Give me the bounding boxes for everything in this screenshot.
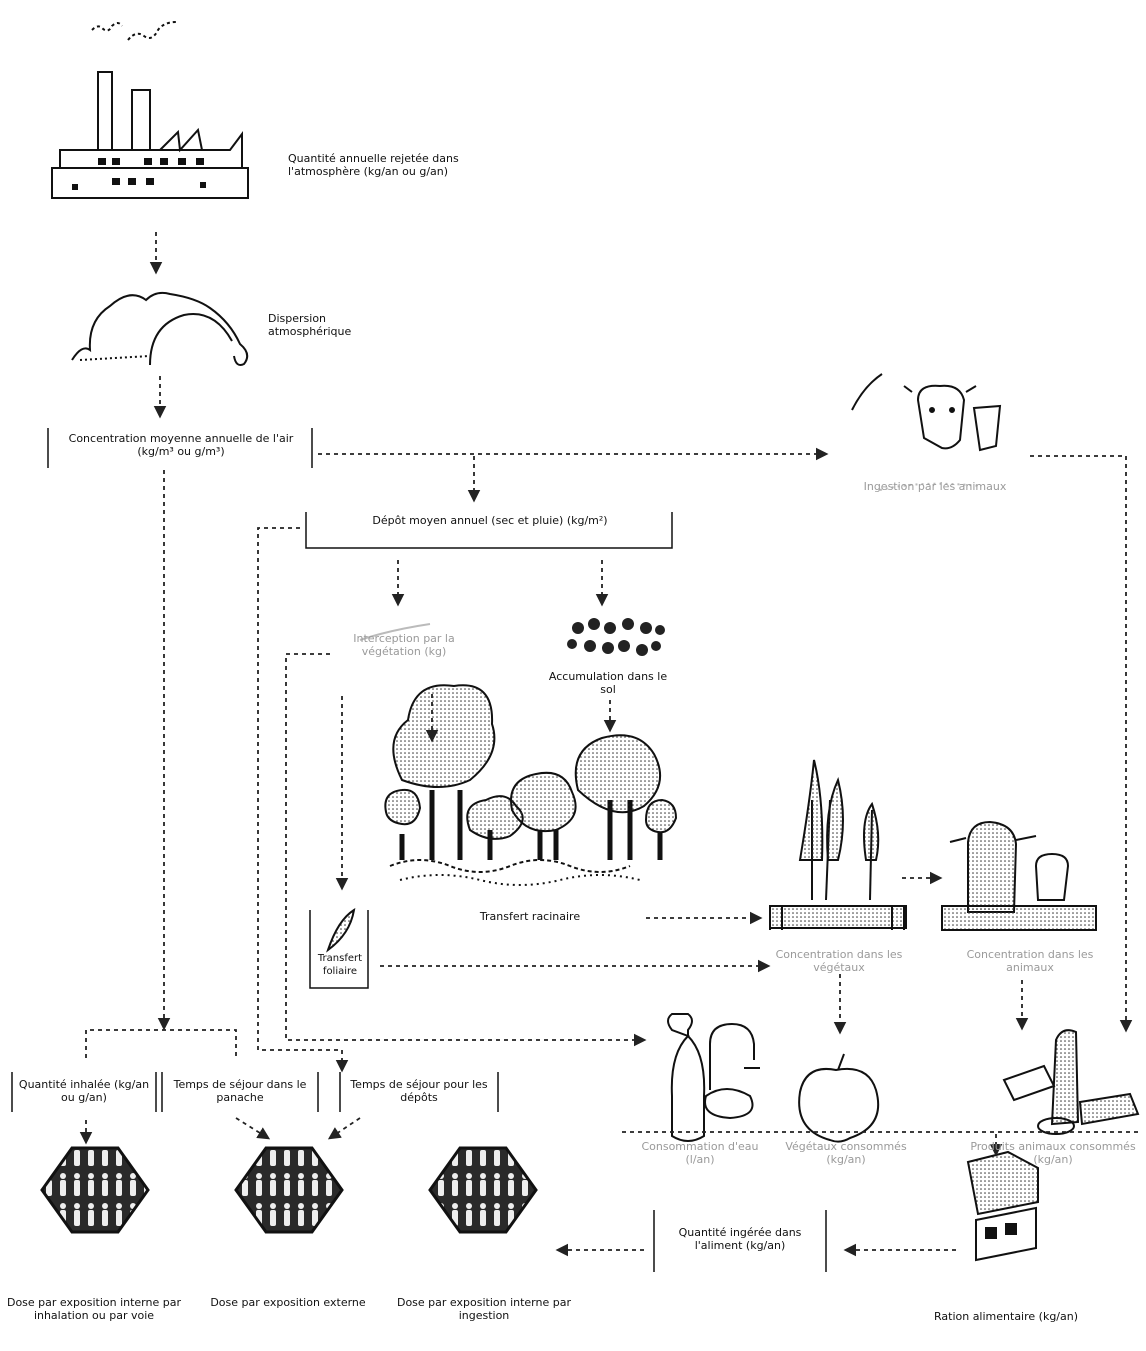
inhaled-box [11, 1072, 157, 1112]
dose-inhalation-icon [40, 1146, 150, 1234]
air-concentration-label: Concentration moyenne annuelle de l'air … [68, 432, 294, 458]
crops-icon [769, 759, 907, 930]
vegetation-interception-label: Interception par la végétation (kg) [353, 632, 455, 658]
cow-grazing-label: Ingestion par les animaux [863, 480, 1007, 493]
arrow-plume-to-dose [235, 1117, 271, 1140]
animal-concentration-label: Concentration dans les animaux [966, 948, 1094, 974]
soil-particles-icon [567, 618, 665, 656]
dose-external-label: Dose par exposition externe [210, 1296, 366, 1309]
inhaled-quantity-label: Quantité inhalée (kg/an ou g/an) [18, 1078, 150, 1104]
time-on-deposits-label: Temps de séjour pour les dépôts [350, 1078, 488, 1104]
dairy-consumption-label: Produits animaux consommés (kg/an) [970, 1140, 1136, 1166]
leaf-icon [359, 623, 431, 641]
air-concentration-box [47, 428, 313, 468]
time-in-plume-label: Temps de séjour dans le panache [173, 1078, 307, 1104]
ingested-box [653, 1210, 827, 1272]
cow-grazing-icon [851, 373, 1002, 491]
cloud-icon [71, 291, 249, 366]
water-icon [667, 1013, 760, 1142]
dose-inhalation-label: Dose par exposition interne par inhalati… [6, 1296, 181, 1322]
ingested-quantity-label: Quantité ingérée dans l'aliment (kg/an) [678, 1226, 802, 1252]
house-icon [966, 1150, 1039, 1262]
dairy-icon [1002, 1029, 1140, 1135]
emission-label: Quantité annuelle rejetée dans l'atmosph… [288, 152, 459, 178]
bracket-doses [85, 1029, 237, 1058]
fruit-consumption-label: Végétaux consommés (kg/an) [785, 1140, 907, 1166]
apple-icon [798, 1053, 880, 1143]
plume-box [161, 1072, 319, 1112]
arrow-cow-top-to-dairy [1030, 455, 1133, 1033]
leaf-transfer-box [309, 910, 369, 989]
forest-icon [384, 684, 678, 886]
dispersion-label: Dispersion atmosphérique [268, 312, 352, 338]
arrow-deposition-left [257, 527, 349, 1073]
root-transfer-label: Transfert racinaire [479, 910, 581, 923]
deposits-box [339, 1072, 499, 1112]
food-ration-label: Ration alimentaire (kg/an) [933, 1310, 1079, 1323]
water-consumption-label: Consommation d'eau (l/an) [641, 1140, 759, 1166]
dose-ingestion-icon [428, 1146, 538, 1234]
leaf-transfer-icon [326, 907, 356, 953]
arrow-interception-to-water [285, 653, 647, 1047]
factory-icon [51, 21, 249, 199]
cow-stable-icon [941, 820, 1097, 931]
soil-accumulation-label: Accumulation dans le sol [548, 670, 668, 696]
deposition-box [305, 512, 673, 549]
dose-external-icon [234, 1146, 344, 1234]
deposition-label: Dépôt moyen annuel (sec et pluie) (kg/m²… [372, 514, 608, 527]
arrow-deposits-to-dose [327, 1117, 361, 1140]
dose-ingestion-label: Dose par exposition interne par ingestio… [396, 1296, 571, 1322]
leaf-transfer-label: Transfert foliaire [317, 953, 363, 977]
plant-concentration-label: Concentration dans les végétaux [775, 948, 903, 974]
